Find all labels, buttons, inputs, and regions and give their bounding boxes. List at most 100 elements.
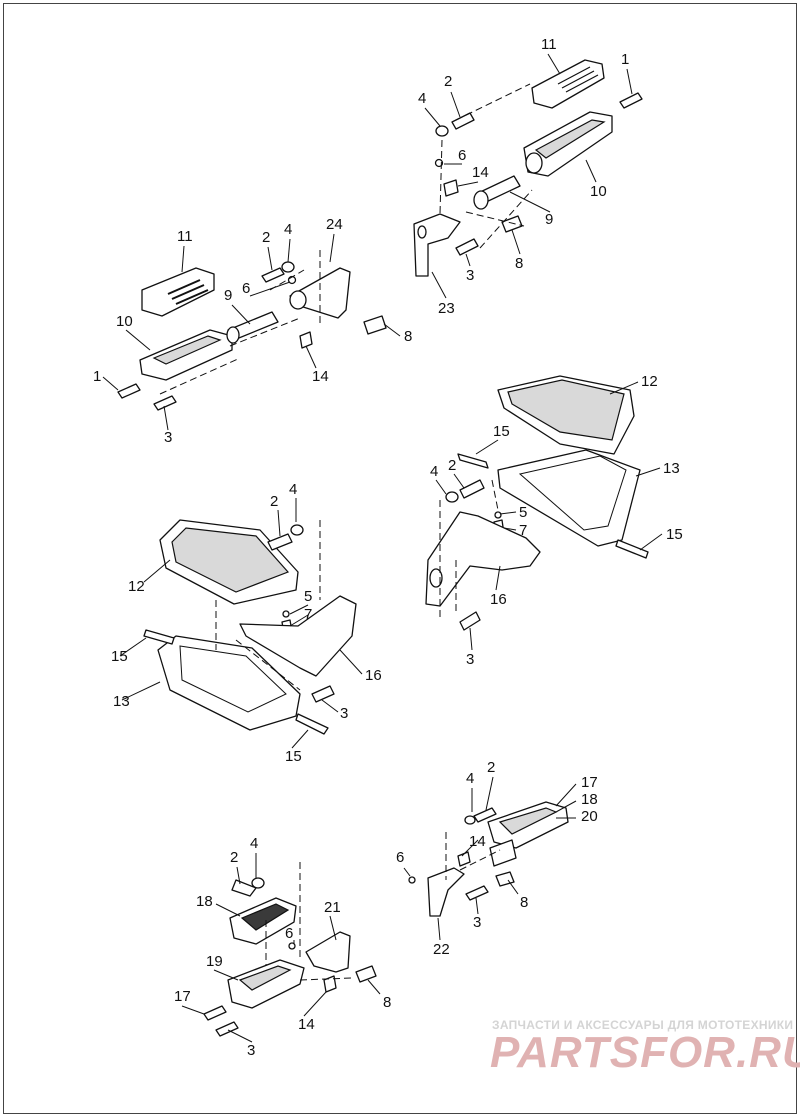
leader-line — [635, 467, 661, 477]
part-number: 3 — [473, 914, 481, 931]
pad-ribbing — [171, 527, 290, 593]
peg-body-end — [525, 152, 543, 174]
pivot-pin-head — [226, 326, 240, 344]
part-number: 12 — [641, 373, 658, 390]
part-number: 14 — [298, 1016, 315, 1033]
part-number: 11 — [541, 36, 557, 53]
screw — [117, 383, 141, 399]
part-number: 4 — [430, 463, 438, 480]
part-number: 16 — [365, 667, 382, 684]
mount-bracket — [427, 867, 465, 917]
peg-stem — [489, 839, 517, 867]
leader-line — [431, 271, 447, 299]
leader-line — [485, 776, 494, 811]
part-number: 15 — [111, 648, 128, 665]
labels-group-d: 2 4 12 5 7 15 16 13 3 15 — [111, 481, 382, 765]
part-number: 8 — [520, 894, 528, 911]
watermark-tagline: ЗАПЧАСТИ И АКСЕССУАРЫ ДЛЯ МОТОТЕХНИКИ — [492, 1018, 794, 1032]
leader-line — [507, 879, 519, 895]
peg-body — [227, 959, 305, 1009]
part-number: 5 — [304, 588, 312, 605]
washer — [251, 877, 265, 889]
leader-line — [181, 245, 185, 273]
leader-line — [626, 68, 633, 95]
leader-line — [303, 991, 327, 1017]
labels-group-b: 11 2 4 24 6 9 10 8 14 1 3 — [93, 216, 412, 446]
screw — [473, 807, 497, 823]
spring-clip — [299, 331, 313, 349]
leader-line — [475, 897, 479, 915]
leader-line — [121, 681, 161, 701]
leader-line — [437, 917, 441, 941]
leader-line — [329, 233, 335, 263]
leader-line — [403, 867, 411, 877]
leader-line — [102, 376, 119, 391]
pin — [295, 713, 329, 735]
part-number: 14 — [472, 164, 489, 181]
leader-line — [321, 699, 339, 713]
part-number: 4 — [418, 90, 426, 107]
part-number: 9 — [224, 287, 232, 304]
leader-line — [277, 509, 281, 537]
leader-line — [249, 281, 291, 297]
leader-line — [231, 304, 251, 325]
mount-hole — [289, 290, 307, 310]
mount-hole — [429, 568, 443, 588]
spring-clip — [443, 179, 459, 197]
part-number: 8 — [515, 255, 523, 272]
part-number: 8 — [404, 328, 412, 345]
leader-line — [475, 439, 499, 455]
part-number: 8 — [383, 994, 391, 1011]
pin — [615, 539, 649, 559]
part-number: 3 — [164, 429, 172, 446]
part-number: 2 — [270, 493, 278, 510]
part-number: 18 — [581, 791, 598, 808]
labels-group-a: 11 1 2 4 6 14 10 9 8 3 23 — [418, 36, 629, 317]
leader-line — [609, 381, 639, 395]
screw — [459, 611, 481, 631]
leader-line — [289, 604, 309, 615]
peg-rubber-pad — [531, 59, 605, 109]
part-number: 15 — [285, 748, 302, 765]
assembly-guides — [215, 520, 321, 691]
mount-bracket — [413, 213, 461, 277]
pad-stripes — [557, 66, 599, 93]
part-number: 4 — [250, 835, 258, 852]
assembly-guides — [445, 832, 501, 880]
assembly-guides — [159, 250, 321, 395]
peg-rubber-pad — [141, 267, 215, 317]
group-f-footpeg-assembly — [203, 862, 377, 1037]
assembly-guides — [265, 862, 353, 981]
leader-line — [227, 1029, 253, 1043]
group-d-floorboard-assembly — [143, 519, 357, 735]
screw — [459, 479, 485, 499]
leader-line — [367, 979, 381, 995]
leader-line — [181, 1005, 205, 1015]
leader-line — [213, 969, 239, 981]
leader-line — [289, 614, 309, 627]
leader-line — [291, 729, 309, 749]
detent-ball — [408, 876, 416, 884]
part-number: 3 — [466, 267, 474, 284]
part-number: 18 — [196, 893, 213, 910]
part-number: 22 — [433, 941, 450, 958]
part-number: 6 — [242, 280, 250, 297]
washer — [435, 125, 449, 137]
screw — [203, 1005, 227, 1021]
leader-line — [125, 329, 151, 351]
leader-line — [163, 405, 169, 431]
part-number: 19 — [206, 953, 223, 970]
part-number: 17 — [174, 988, 191, 1005]
part-number: 1 — [621, 51, 629, 68]
part-number: 2 — [444, 73, 452, 90]
part-number: 20 — [581, 808, 598, 825]
part-number: 14 — [469, 833, 486, 850]
leader-line — [435, 479, 447, 495]
part-number: 3 — [247, 1042, 255, 1059]
mount-hole — [417, 225, 427, 239]
part-number: 21 — [324, 899, 341, 916]
part-number: 2 — [448, 457, 456, 474]
floorboard-frame — [497, 449, 641, 547]
part-number: 16 — [490, 591, 507, 608]
